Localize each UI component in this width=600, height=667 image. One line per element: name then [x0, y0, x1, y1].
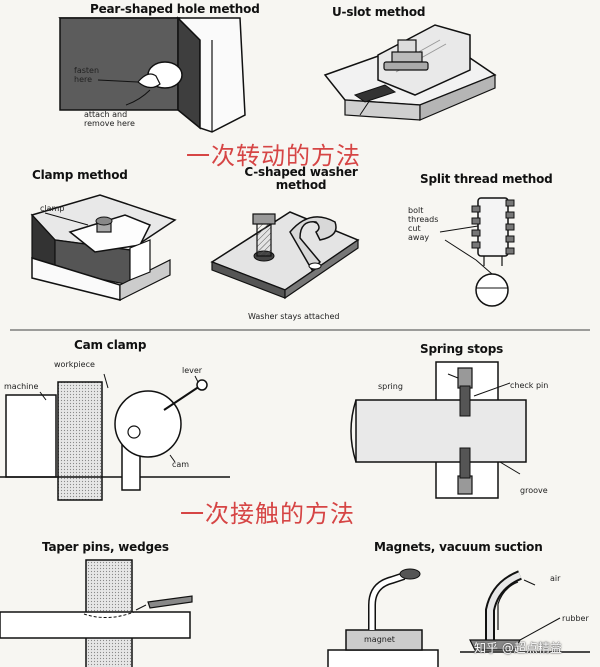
pear-shaped-hole-title: Pear-shaped hole method — [90, 2, 260, 16]
lever-label: lever — [182, 366, 203, 375]
pear-fasten-note: fasten here — [74, 66, 100, 84]
split-thread-note: bolt threads cut away — [408, 206, 439, 242]
clamp-method-title: Clamp method — [32, 168, 128, 182]
spring-stops-illustration — [350, 361, 527, 499]
clamp-note: clamp — [40, 204, 65, 213]
machine-label: machine — [4, 382, 39, 391]
check-pin-label: check pin — [510, 381, 549, 390]
split-thread-title: Split thread method — [420, 172, 553, 186]
u-slot-title: U-slot method — [332, 5, 426, 19]
clamp-method-illustration — [30, 194, 177, 301]
pear-shaped-hole-illustration — [58, 16, 246, 133]
pear-attach-note: attach and remove here — [84, 110, 135, 128]
magnets-vacuum-illustration — [327, 568, 590, 667]
air-label: air — [550, 574, 561, 583]
cam-clamp-illustration — [0, 373, 230, 501]
cam-clamp-title: Cam clamp — [74, 338, 147, 352]
workpiece-label: workpiece — [54, 360, 95, 369]
spring-label: spring — [378, 382, 403, 391]
taper-pins-illustration — [0, 559, 193, 667]
cam-label: cam — [172, 460, 190, 469]
washer-caption: Washer stays attached — [248, 312, 340, 321]
spring-stops-title: Spring stops — [420, 342, 504, 356]
u-slot-illustration — [323, 24, 497, 121]
split-thread-illustration — [439, 197, 515, 307]
taper-pins-title: Taper pins, wedges — [42, 540, 169, 554]
magnets-vacuum-title: Magnets, vacuum suction — [374, 540, 543, 554]
section2-heading: 一次接触的方法 — [180, 500, 355, 528]
rubber-label: rubber — [562, 614, 589, 623]
section1-heading: 一次转动的方法 — [186, 142, 361, 170]
magnet-label: magnet — [364, 635, 395, 644]
c-shaped-washer-title: C-shaped washer method — [244, 165, 358, 192]
watermark: 知乎 @超点精益 — [474, 641, 562, 655]
groove-label: groove — [520, 486, 548, 495]
c-shaped-washer-illustration — [210, 211, 360, 300]
